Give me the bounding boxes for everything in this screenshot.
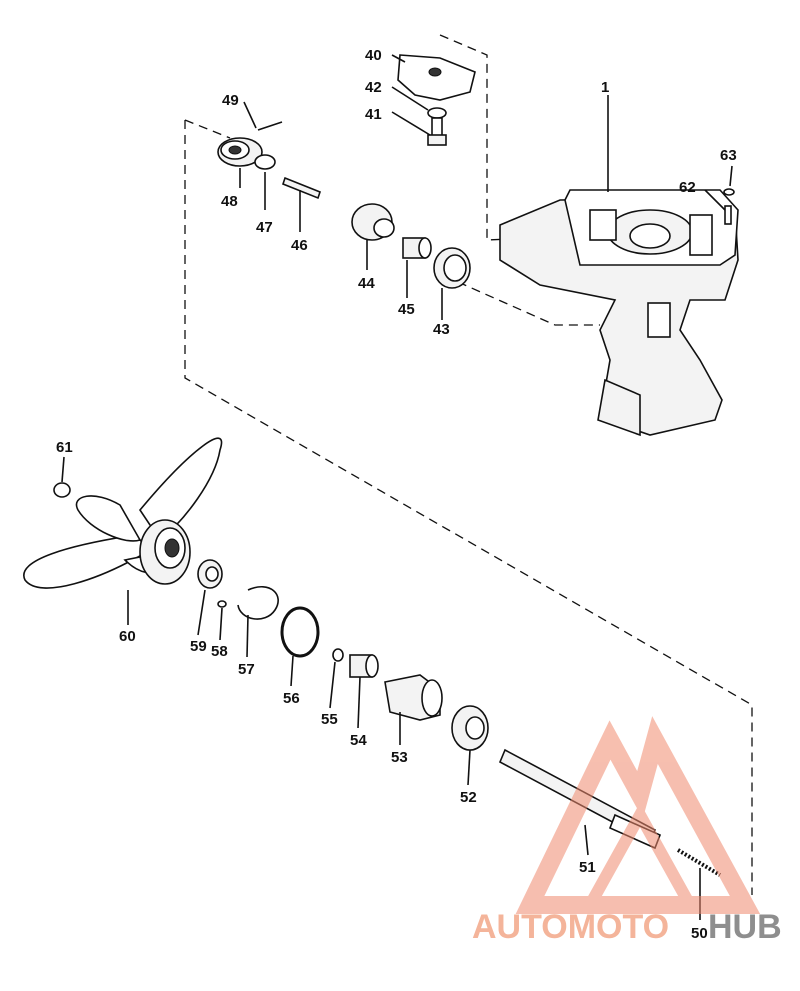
bearing-carrier xyxy=(217,137,263,167)
callout-47: 47 xyxy=(256,219,273,236)
callout-55: 55 xyxy=(321,711,338,728)
callout-44: 44 xyxy=(358,275,375,292)
callout-58: 58 xyxy=(211,643,228,660)
callout-50: 50 xyxy=(691,925,708,942)
leader-lines xyxy=(61,54,733,920)
callout-43: 43 xyxy=(433,321,450,338)
watermark-text-primary: AUTOMOTO xyxy=(472,908,669,946)
callout-52: 52 xyxy=(460,789,477,806)
watermark-text-secondary: HUB xyxy=(708,908,782,946)
cover-screw xyxy=(427,117,447,146)
roller-small xyxy=(332,648,344,662)
drive-shaft-pin xyxy=(282,176,321,200)
watermark-logo xyxy=(515,716,761,914)
callout-46: 46 xyxy=(291,237,308,254)
callout-54: 54 xyxy=(350,732,367,749)
shift-spring xyxy=(676,848,722,877)
callout-62: 62 xyxy=(679,179,696,196)
thrust-hub xyxy=(197,559,223,589)
o-ring xyxy=(280,606,320,658)
callout-61: 61 xyxy=(56,439,73,456)
cover-washer xyxy=(427,107,447,119)
callout-45: 45 xyxy=(398,301,415,318)
callout-59: 59 xyxy=(190,638,207,655)
vent-washer xyxy=(723,188,735,196)
propshaft-bearing xyxy=(349,654,379,678)
callout-41: 41 xyxy=(365,106,382,123)
callout-42: 42 xyxy=(365,79,382,96)
propeller xyxy=(23,437,223,589)
propeller-nut xyxy=(53,482,71,498)
forward-gear xyxy=(451,705,489,751)
pin xyxy=(257,121,283,131)
callout-60: 60 xyxy=(119,628,136,645)
callout-57: 57 xyxy=(238,661,255,678)
retaining-ring xyxy=(254,154,276,170)
cover-plate xyxy=(397,54,476,101)
drain-screw xyxy=(724,205,732,225)
thrust-washer xyxy=(237,585,279,620)
callout-56: 56 xyxy=(283,690,300,707)
callout-63: 63 xyxy=(720,147,737,164)
callout-51: 51 xyxy=(579,859,596,876)
callout-40: 40 xyxy=(365,47,382,64)
assembly-guide-lines xyxy=(184,34,753,895)
pinion-gear xyxy=(351,203,395,241)
callout-53: 53 xyxy=(391,749,408,766)
bearing-carrier-rear xyxy=(384,674,443,721)
bushing xyxy=(402,237,432,259)
gearcase-housing xyxy=(499,189,739,437)
needle-bearing xyxy=(433,247,471,289)
washer-small xyxy=(217,600,227,608)
callout-49: 49 xyxy=(222,92,239,109)
callouts: 1 40 41 42 43 44 45 46 47 48 49 50 51 52… xyxy=(56,47,737,942)
callout-1: 1 xyxy=(601,79,609,96)
callout-48: 48 xyxy=(221,193,238,210)
